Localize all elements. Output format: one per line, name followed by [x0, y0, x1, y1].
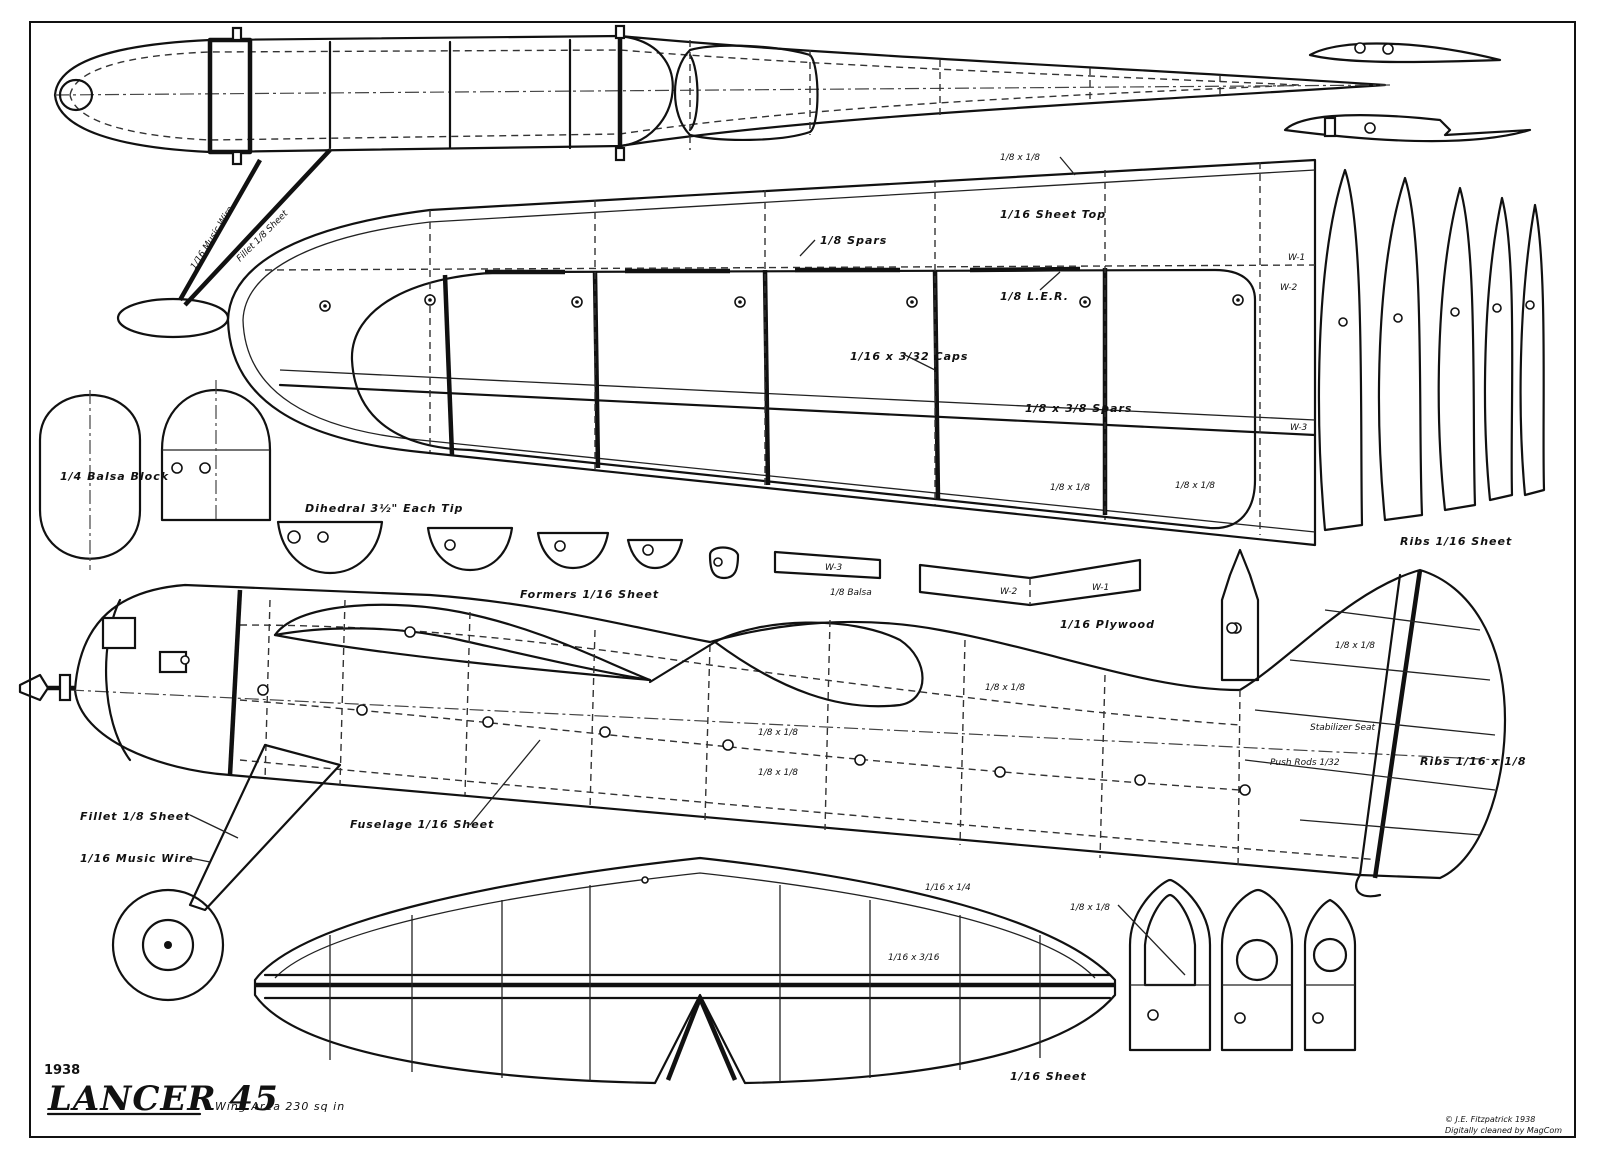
label-w3-part: W-3 [825, 563, 842, 573]
label-rib-stock-b: 1/8 x 1/8 [1175, 481, 1215, 491]
label-rib-stock-side: 1/8 x 1/8 [985, 683, 1025, 693]
fuselage-top-view [53, 24, 1391, 166]
label-w2: W-2 [1280, 283, 1297, 293]
label-fillet: Fillet 1/8 Sheet [80, 810, 190, 823]
label-stab-strip: 1/16 x 1/4 [925, 883, 971, 893]
fuselage-formers: Formers 1/16 Sheet [276, 520, 740, 601]
label-ler: 1/8 L.E.R. [1000, 290, 1069, 303]
label-fuselage-sheet: Fuselage 1/16 Sheet [350, 818, 494, 831]
landing-gear-top: 1/16 Music Wire Fillet 1/8 Sheet [116, 148, 332, 339]
credit-line-2: Digitally cleaned by MagCom [1445, 1126, 1562, 1135]
label-w2-part: W-2 [1000, 587, 1017, 597]
tail-bracket [1220, 548, 1260, 682]
label-rib-stock-a: 1/8 x 1/8 [1050, 483, 1090, 493]
credit-line-1: © J.E. Fitzpatrick 1938 [1445, 1115, 1535, 1124]
label-fillet-top: Fillet 1/8 Sheet [235, 209, 290, 264]
title-year: 1938 [44, 1063, 80, 1078]
label-lower-spars: 1/8 x 3/8 Spars [1025, 402, 1132, 415]
title-wing-area: Wing Area 230 sq in [215, 1100, 345, 1113]
label-sheet-top: 1/16 Sheet Top [1000, 208, 1106, 221]
label-w3: W-3 [1290, 423, 1307, 433]
label-ribs-tail: Ribs 1/16 x 1/8 [1420, 755, 1527, 768]
plan-border [29, 21, 1576, 1138]
label-rib-stock-side-2: 1/8 x 1/8 [758, 728, 798, 738]
left-parts: 1/4 Balsa Block [38, 380, 272, 570]
wing-ribs: Ribs 1/16 Sheet [1317, 168, 1546, 548]
label-rib-stock-rudder: 1/8 x 1/8 [1335, 641, 1375, 651]
label-stabilizer-seat: Stabilizer Seat [1310, 723, 1376, 733]
label-w1-part: W-1 [1092, 583, 1109, 593]
label-balsa: 1/8 Balsa [830, 588, 872, 598]
label-stab-sheet: 1/16 Sheet [1010, 1070, 1087, 1083]
label-music-wire-top: 1/16 Music Wire [189, 205, 236, 272]
label-ribs: Ribs 1/16 Sheet [1400, 535, 1512, 548]
label-wing-dihedral: Dihedral 3½" Each Tip [305, 502, 463, 515]
label-stab-strip2: 1/16 x 3/16 [888, 953, 940, 963]
label-formers: Formers 1/16 Sheet [520, 588, 659, 601]
label-spars: 1/8 Spars [820, 234, 887, 247]
label-rib-stock-cowl: 1/8 x 1/8 [1070, 903, 1110, 913]
label-push-rod: Push Rods 1/32 [1270, 758, 1340, 768]
dihedral-braces: W-3 1/8 Balsa W-2 W-1 1/16 Plywood [773, 550, 1155, 631]
label-rib-stock-side-3: 1/8 x 1/8 [758, 768, 798, 778]
label-music-wire: 1/16 Music Wire [80, 852, 194, 865]
label-plywood: 1/16 Plywood [1060, 618, 1155, 631]
label-balsa-block: 1/4 Balsa Block [60, 470, 169, 483]
label-w1: W-1 [1288, 253, 1305, 263]
tip-parts [1283, 42, 1532, 143]
title-block: 1938 LANCER 45 Wing Area 230 sq in © J.E… [44, 1063, 1562, 1135]
landing-gear-side: Fillet 1/8 Sheet 1/16 Music Wire [80, 743, 342, 1002]
wing-plan: 1/8 Spars 1/16 Sheet Top 1/8 L.E.R. 1/16… [226, 153, 1317, 547]
title-name: LANCER 45 [47, 1079, 279, 1119]
fuselage-side-view: 1/8 x 1/8 1/8 x 1/8 1/8 x 1/8 Stabilizer… [18, 568, 1527, 898]
label-rib-stock-top: 1/8 x 1/8 [1000, 153, 1040, 163]
cowl-formers: 1/8 x 1/8 [1070, 878, 1357, 1052]
stabilizer-plan: 1/16 x 1/4 1/16 x 3/16 1/16 Sheet [253, 856, 1117, 1085]
